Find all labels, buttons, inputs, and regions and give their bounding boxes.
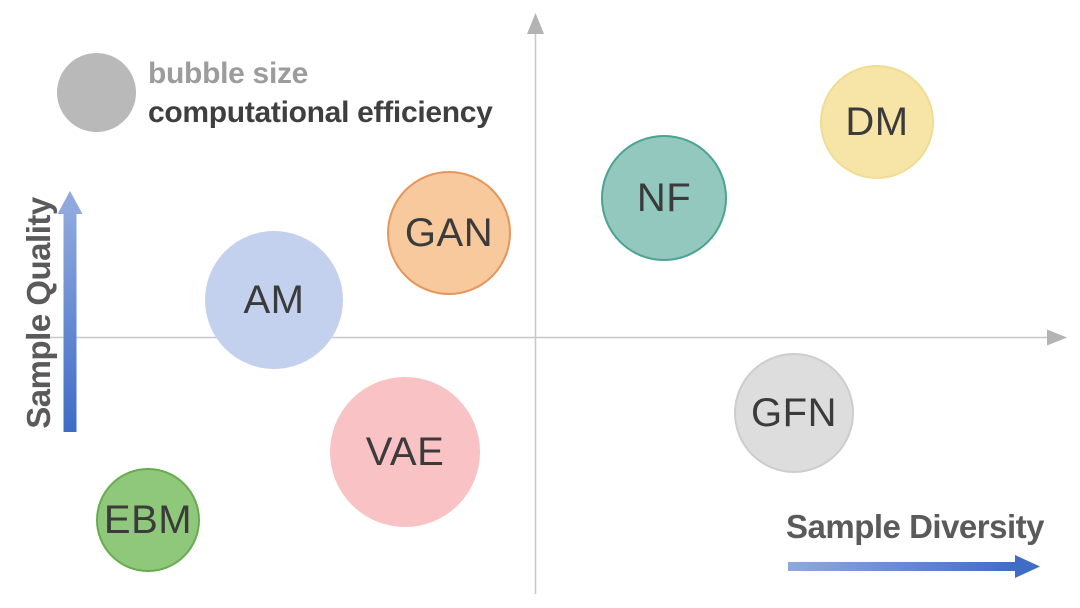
bubble-vae: VAE	[330, 377, 480, 527]
legend-bubble-size-label: bubble size	[148, 57, 309, 90]
sample-quality-arrowhead-icon	[57, 191, 83, 214]
bubble-gfn: GFN	[734, 353, 854, 473]
bubble-label: EBM	[103, 497, 193, 542]
y-axis-label: Sample Quality	[20, 197, 57, 429]
legend-bubble-size-icon	[57, 53, 136, 132]
bubble-label: NF	[636, 175, 692, 220]
sample-quality-arrow	[63, 210, 77, 432]
bubble-am: AM	[205, 231, 343, 369]
bubble-gan: GAN	[387, 171, 511, 295]
bubble-label: GFN	[751, 390, 837, 435]
bubble-label: VAE	[365, 429, 445, 474]
x-axis-arrowhead-icon	[1047, 329, 1067, 346]
bubble-dm: DM	[820, 65, 934, 179]
bubble-label: AM	[243, 277, 305, 322]
legend: bubble size computational efficiency	[148, 54, 493, 132]
bubble-nf: NF	[601, 135, 727, 261]
bubble-label: DM	[845, 99, 909, 144]
legend-computational-efficiency-label: computational efficiency	[148, 96, 493, 129]
bubble-ebm: EBM	[96, 468, 200, 572]
sample-diversity-arrow	[788, 562, 1017, 571]
y-axis-arrowhead-icon	[527, 13, 544, 34]
bubble-label: GAN	[404, 210, 494, 255]
sample-diversity-arrowhead-icon	[1015, 555, 1040, 578]
x-axis-label: Sample Diversity	[786, 508, 1044, 545]
